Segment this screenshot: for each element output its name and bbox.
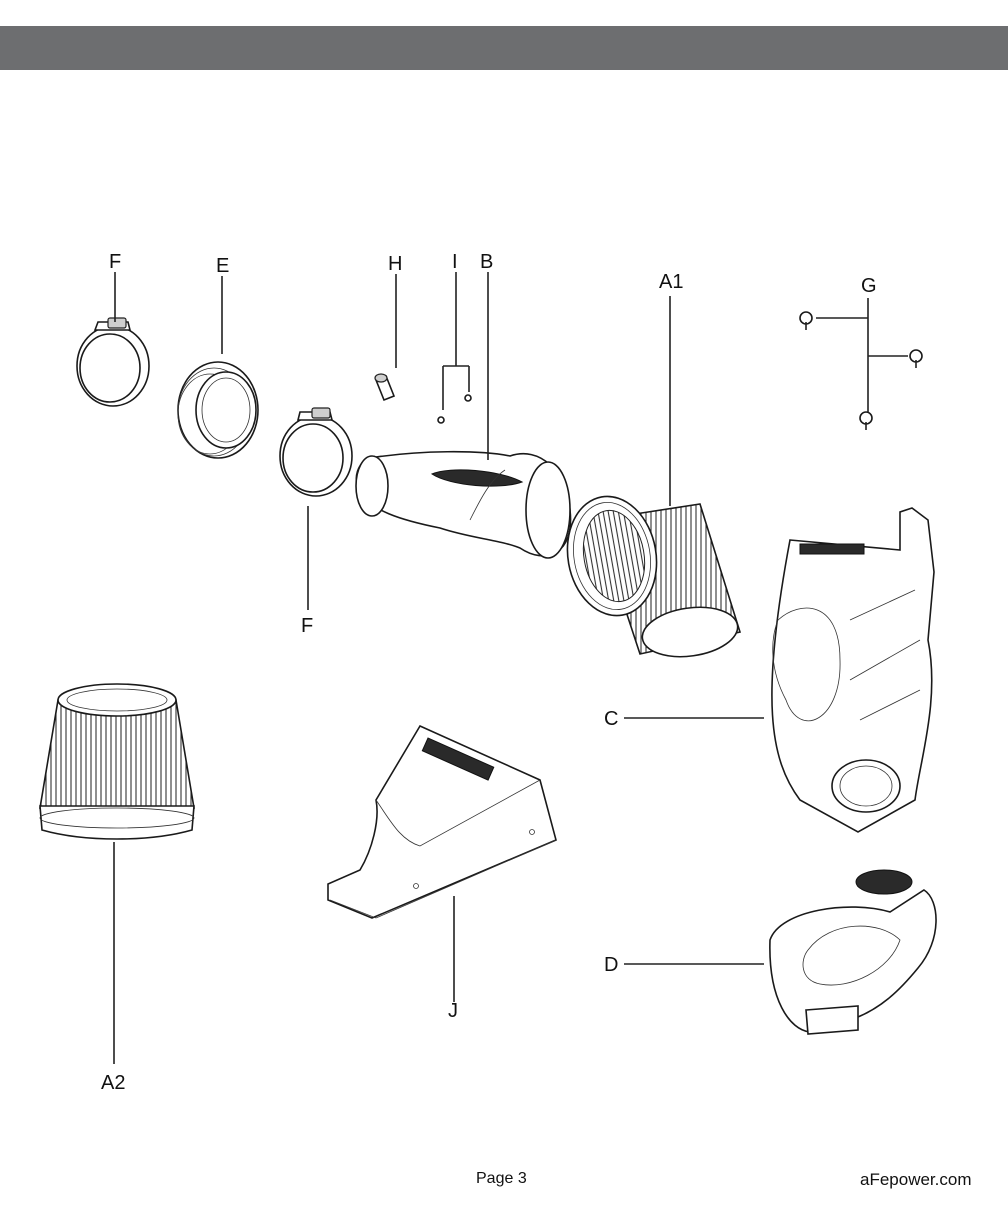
- clamp-f-top: [76, 317, 150, 407]
- fitting-h: [374, 373, 396, 402]
- label-i: I: [452, 251, 458, 273]
- label-e: E: [216, 255, 229, 277]
- bolts-g: [799, 311, 923, 430]
- header-bar: [0, 26, 1008, 70]
- label-g: G: [861, 275, 877, 297]
- label-a1: A1: [659, 271, 683, 293]
- label-f-bottom: F: [301, 615, 313, 637]
- filter-a2: [39, 683, 195, 840]
- duct-d: [769, 869, 937, 1035]
- intake-tube-b: [355, 450, 572, 559]
- label-b: B: [480, 251, 493, 273]
- airbox-c: [771, 507, 935, 833]
- website-link[interactable]: aFepower.com: [860, 1170, 972, 1189]
- coupler-e: [177, 361, 259, 459]
- label-f-top: F: [109, 251, 121, 273]
- label-j: J: [448, 1000, 458, 1022]
- label-a2: A2: [101, 1072, 125, 1094]
- label-d: D: [604, 954, 618, 976]
- clamp-f-bottom: [279, 407, 353, 497]
- filter-a1: [566, 495, 742, 658]
- heat-shield-j: [327, 724, 557, 919]
- label-c: C: [604, 708, 618, 730]
- screws-i: [437, 394, 472, 424]
- label-h: H: [388, 253, 402, 275]
- page-number: Page 3: [476, 1170, 527, 1187]
